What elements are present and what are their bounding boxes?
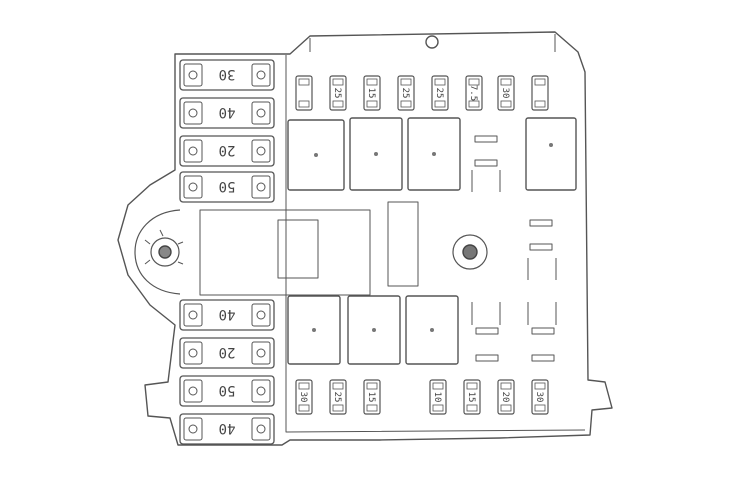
mini-fuse-top <box>531 75 549 111</box>
maxi-fuse-rating: 40 <box>219 306 236 322</box>
mini-fuse-rating: 30 <box>298 392 308 403</box>
maxi-fuse: 40 <box>179 299 275 331</box>
mini-fuse-rating: 25 <box>434 88 444 99</box>
maxi-fuse: 50 <box>179 171 275 203</box>
mini-fuse-top: 15 <box>363 75 381 111</box>
mini-fuse-bottom: 15 <box>463 379 481 415</box>
maxi-fuse-rating: 40 <box>219 420 236 436</box>
mini-fuse-bottom: 30 <box>531 379 549 415</box>
mini-fuse-rating: 15 <box>366 392 376 403</box>
mini-fuse-rating: 15 <box>366 88 376 99</box>
mini-fuse-rating: 10 <box>432 392 442 403</box>
mini-fuse-top: 25 <box>329 75 347 111</box>
maxi-fuse: 20 <box>179 337 275 369</box>
maxi-fuse: 50 <box>179 375 275 407</box>
mini-fuse-top: 25 <box>397 75 415 111</box>
mini-fuse-top: 30 <box>497 75 515 111</box>
relay <box>349 117 403 191</box>
maxi-fuse-rating: 50 <box>219 178 236 194</box>
maxi-fuse-rating: 20 <box>219 142 236 158</box>
mini-fuse-rating: 15 <box>466 392 476 403</box>
maxi-fuse-rating: 40 <box>219 104 236 120</box>
mini-fuse-rating: 20 <box>500 392 510 403</box>
mini-fuse-rating: 7.5 <box>468 85 478 101</box>
maxi-fuse-rating: 20 <box>219 344 236 360</box>
relay <box>405 295 459 365</box>
mounting-bracket <box>134 209 181 295</box>
mini-fuse-bottom: 25 <box>329 379 347 415</box>
mini-fuse-top <box>295 75 313 111</box>
mini-fuse-top: 7.5 <box>465 75 483 111</box>
maxi-fuse-rating: 30 <box>219 66 236 82</box>
mini-fuse-bottom: 15 <box>363 379 381 415</box>
maxi-fuse: 30 <box>179 59 275 91</box>
mini-fuse-rating: 30 <box>500 88 510 99</box>
mini-fuse-top: 25 <box>431 75 449 111</box>
terminal-stud <box>452 234 488 270</box>
mini-fuse-rating: 30 <box>534 392 544 403</box>
relay <box>287 119 345 191</box>
mini-fuse-rating: 25 <box>332 88 342 99</box>
mini-fuse-bottom: 10 <box>429 379 447 415</box>
maxi-fuse: 20 <box>179 135 275 167</box>
mini-fuse-rating: 25 <box>332 392 342 403</box>
fuse-box-housing <box>117 31 613 446</box>
mini-fuse-rating: 25 <box>400 88 410 99</box>
maxi-fuse-rating: 50 <box>219 382 236 398</box>
relay <box>347 295 401 365</box>
maxi-fuse: 40 <box>179 97 275 129</box>
mini-fuse-bottom: 20 <box>497 379 515 415</box>
mounting-hole <box>425 35 439 49</box>
relay <box>287 295 341 365</box>
maxi-fuse: 40 <box>179 413 275 445</box>
relay <box>525 117 577 191</box>
busbar-plate <box>199 209 371 296</box>
mini-fuse-bottom: 30 <box>295 379 313 415</box>
relay <box>407 117 461 191</box>
